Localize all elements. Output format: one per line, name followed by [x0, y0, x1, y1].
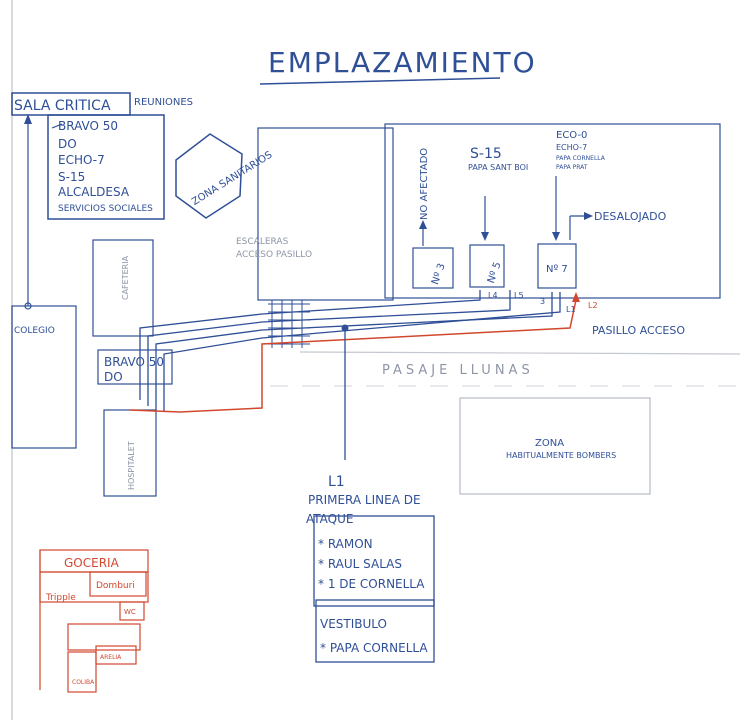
unit-top-label: S-15 — [470, 146, 502, 162]
title-underline — [259, 77, 501, 85]
line-label: L1 — [566, 305, 576, 314]
unit-arrowhead — [419, 220, 427, 229]
desalojado-label: DESALOJADO — [594, 210, 667, 223]
sala-critica-box — [47, 114, 165, 220]
attack-team-box — [313, 515, 435, 607]
l1-node — [341, 324, 349, 332]
cafeteria-box — [92, 239, 154, 337]
red-sketch-label: COLIBA — [72, 679, 95, 686]
bravo-label: BRAVO 50 — [104, 355, 164, 369]
unit-top-label: ECO-0 — [556, 130, 587, 141]
sala-critica-heading: SALA CRITICA — [14, 98, 111, 114]
red-sketch — [39, 549, 149, 693]
zona-bomberos-sub-label: HABITUALMENTE BOMBERS — [506, 451, 616, 460]
pasillo-edge — [299, 351, 741, 355]
vestibulo-item: * PAPA CORNELLA — [320, 641, 428, 655]
red-sketch-label: Domburi — [96, 581, 135, 591]
bravo-box — [97, 349, 173, 385]
attack-team-member: * RAMON — [318, 537, 373, 551]
l1-label: L1 — [328, 474, 345, 490]
unit-sub-label: PAPA PRAT — [556, 164, 588, 171]
diagram-title: EMPLAZAMIENTO — [268, 46, 537, 79]
colegio-arrowhead — [24, 114, 32, 124]
acceso-pasillo-label: ACCESO PASILLO — [236, 250, 312, 260]
unit-label: Nº 7 — [546, 264, 568, 275]
colegio-label: COLEGIO — [14, 326, 55, 336]
sala-item-arrow — [51, 123, 63, 129]
unit-sub-label: PAPA CORNELLA — [556, 155, 606, 162]
zona-bomberos-box — [459, 397, 651, 495]
hose-line-red — [129, 299, 577, 413]
red-sketch-label: GOCERIA — [64, 556, 120, 570]
pasillo-acceso-label: PASILLO ACCESO — [592, 324, 685, 337]
unit-box — [537, 243, 577, 289]
attack-team-member: * 1 DE CORNELLA — [318, 577, 425, 591]
unit-arrowhead — [552, 232, 560, 241]
attack-team-member: * RAUL SALAS — [318, 557, 402, 571]
escaleras-block — [257, 127, 394, 301]
unit-box — [412, 247, 454, 289]
primera-linea-label: PRIMERA LINEA DE — [308, 493, 421, 507]
zona-bomberos-label: ZONA — [535, 438, 564, 449]
unit-sub-label: PAPA SANT BOI — [468, 163, 528, 172]
sala-critica-item: ALCALDESA — [58, 185, 130, 199]
sala-critica-item: DO — [58, 137, 77, 151]
sala-critica-item: ECHO-7 — [58, 153, 105, 167]
red-sketch-label: Tripple — [45, 593, 76, 603]
reuniones-label: REUNIONES — [134, 97, 193, 108]
line-label: L4 — [488, 291, 498, 300]
colegio-node — [24, 302, 32, 310]
red-arrowhead — [572, 292, 580, 302]
red-sketch-label: WC — [124, 608, 136, 616]
vestibulo-heading: VESTIBULO — [320, 617, 387, 631]
unit-box — [469, 244, 505, 288]
line-label: 3 — [540, 297, 545, 306]
unit-arrowhead — [481, 232, 489, 241]
unit-sub-label: ECHO-7 — [556, 143, 587, 152]
sala-critica-item: S-15 — [58, 170, 85, 184]
line-label: L5 — [514, 291, 524, 300]
red-sketch-label: ARELIA — [100, 654, 122, 661]
no-afectado-label: NO AFECTADO — [419, 148, 430, 220]
desalojado-arrowhead — [584, 212, 593, 220]
line-label: L2 — [588, 301, 598, 310]
hospitalet-label: HOSPITALET — [127, 441, 136, 490]
hose-lines — [139, 290, 561, 412]
sala-critica-item: BRAVO 50 — [58, 119, 118, 133]
vestibulo-box — [315, 599, 435, 663]
escaleras-label: ESCALERAS — [236, 237, 289, 247]
ataque-label: ATAQUE — [306, 512, 353, 526]
colegio-box — [11, 305, 77, 449]
cafeteria-label: CAFETERIA — [121, 255, 130, 300]
sala-critica-item: SERVICIOS SOCIALES — [58, 204, 153, 214]
pasaje-llunas-label: PASAJE LLUNAS — [382, 363, 534, 378]
bravo-sub-label: DO — [104, 370, 123, 384]
zona-sanitarios-shape — [175, 133, 243, 219]
